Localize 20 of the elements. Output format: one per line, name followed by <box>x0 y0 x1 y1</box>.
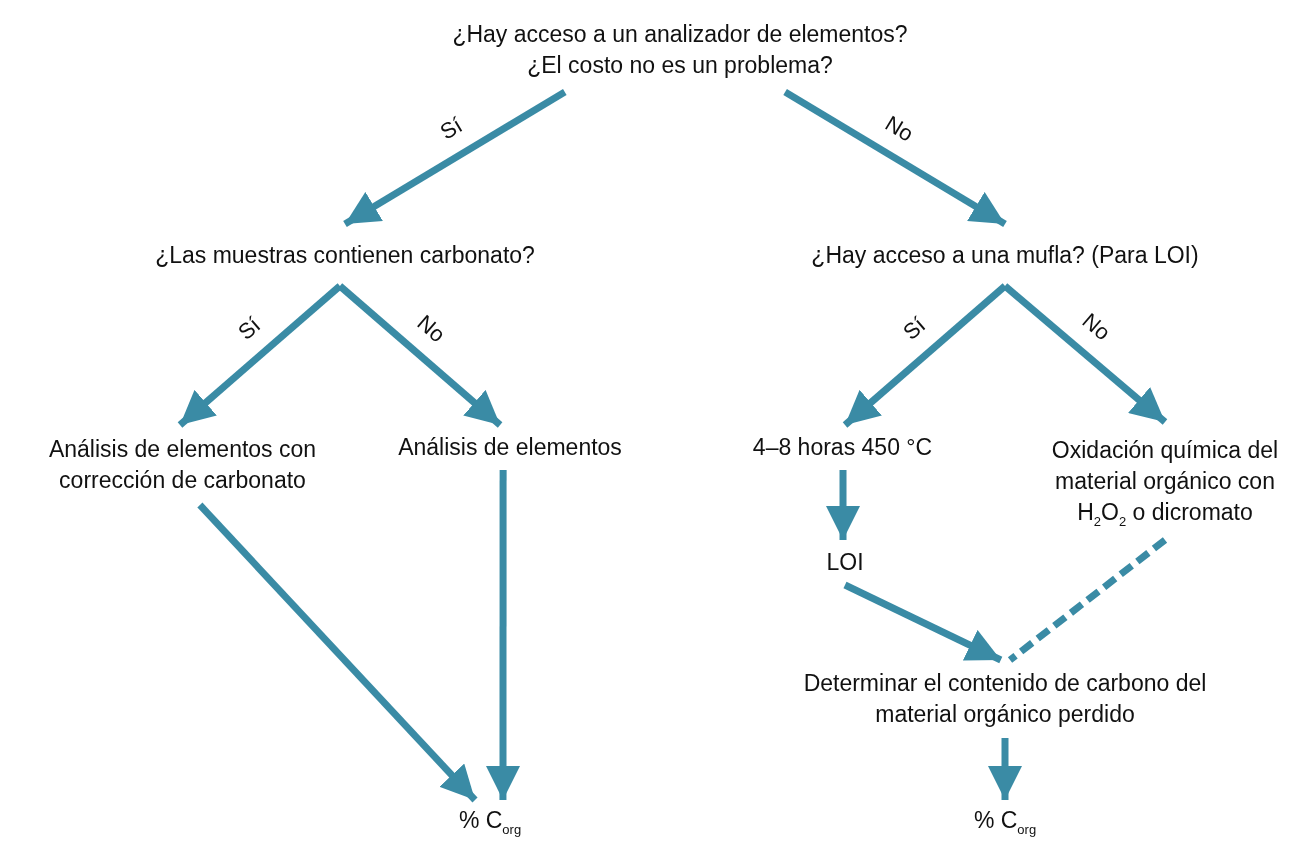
node-text: LOI <box>826 548 864 577</box>
node-text: ¿Las muestras contienen carbonato? <box>155 240 535 270</box>
node-text: Análisis de elementos <box>398 433 622 462</box>
arrow <box>197 502 478 803</box>
arrow <box>337 283 503 428</box>
arrow <box>343 89 567 227</box>
node-text: % C$_{org}$ <box>973 805 1037 836</box>
node-text: Oxidación química del material orgánico con H$_{2}$O$_{2}$ o dicromato <box>1050 435 1280 528</box>
arrow <box>842 283 1008 428</box>
node-text: Análisis de elementos con corrección de carbonato <box>47 435 318 495</box>
connector-line <box>1007 537 1168 663</box>
arrow <box>177 283 343 428</box>
node-text: ¿Hay acceso a un analizador de elementos? ¿El costo no es un problema? <box>451 20 909 80</box>
node-text: Determinar el contenido de carbono del material orgánico perdido <box>802 669 1208 729</box>
node-text: % C$_{org}$ <box>458 805 522 836</box>
arrow <box>843 581 1003 664</box>
node-text: ¿Hay acceso a una mufla? (Para LOI) <box>811 240 1199 270</box>
arrow <box>1002 283 1168 425</box>
node-text: 4–8 horas 450 °C <box>752 433 933 462</box>
arrow <box>783 89 1007 227</box>
